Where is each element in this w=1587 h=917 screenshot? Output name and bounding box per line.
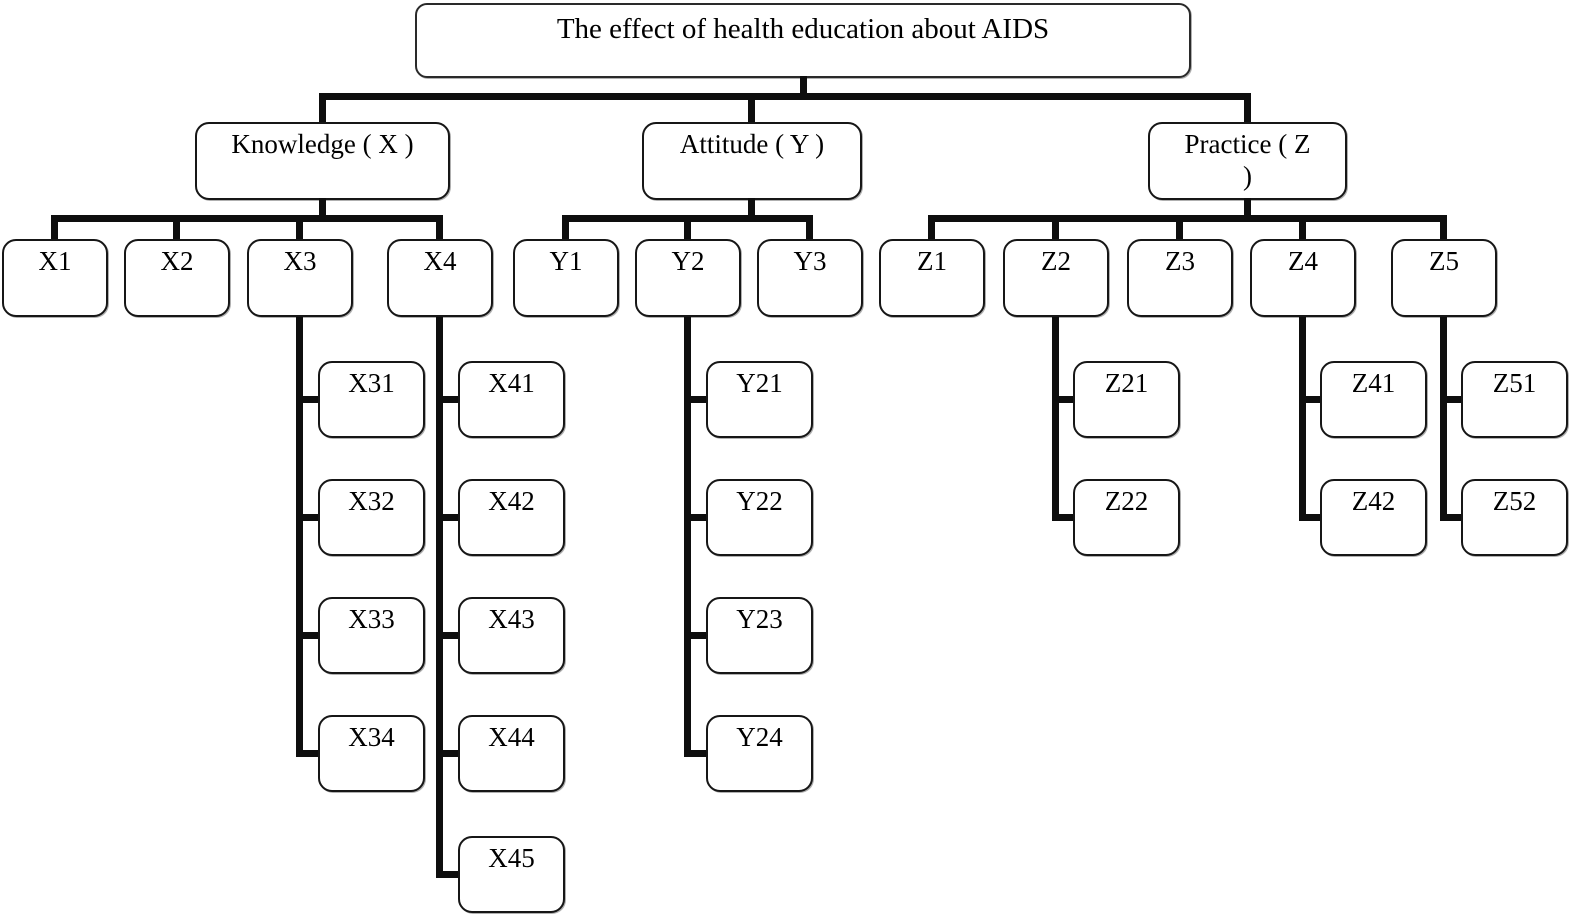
- node-x44: X44: [458, 715, 565, 792]
- node-attitude: Attitude ( Y ): [642, 122, 862, 200]
- connector: [1176, 215, 1183, 239]
- node-z5: Z5: [1391, 239, 1497, 317]
- node-x43: X43: [458, 597, 565, 674]
- connector: [1299, 317, 1306, 521]
- connector: [1440, 514, 1465, 521]
- connector: [684, 750, 710, 757]
- node-z52: Z52: [1461, 479, 1568, 556]
- node-z21: Z21: [1073, 361, 1180, 438]
- connector: [684, 396, 710, 403]
- node-z42: Z42: [1320, 479, 1427, 556]
- node-x1: X1: [2, 239, 108, 317]
- connector: [296, 750, 322, 757]
- connector: [562, 215, 569, 239]
- node-x4: X4: [387, 239, 493, 317]
- connector: [51, 215, 443, 222]
- connector: [806, 215, 813, 239]
- node-x41: X41: [458, 361, 565, 438]
- connector: [1244, 93, 1251, 123]
- node-x45: X45: [458, 836, 565, 913]
- connector: [1052, 396, 1077, 403]
- connector: [296, 632, 322, 639]
- node-z51: Z51: [1461, 361, 1568, 438]
- connector: [928, 215, 1447, 222]
- node-z2: Z2: [1003, 239, 1109, 317]
- connector: [436, 750, 462, 757]
- connector: [319, 198, 326, 217]
- node-z1: Z1: [879, 239, 985, 317]
- connector: [436, 215, 443, 239]
- node-y2: Y2: [635, 239, 741, 317]
- connector: [684, 514, 710, 521]
- node-y21: Y21: [706, 361, 813, 438]
- connector: [748, 93, 755, 123]
- node-y1: Y1: [513, 239, 619, 317]
- root-node: The effect of health education about AID…: [415, 3, 1191, 78]
- connector: [436, 871, 462, 878]
- node-x2: X2: [124, 239, 230, 317]
- connector: [296, 514, 322, 521]
- connector: [748, 198, 755, 217]
- node-y3: Y3: [757, 239, 863, 317]
- connector: [684, 317, 691, 757]
- connector: [684, 632, 710, 639]
- connector: [1440, 215, 1447, 239]
- node-y24: Y24: [706, 715, 813, 792]
- connector: [436, 317, 443, 878]
- connector: [1440, 317, 1447, 521]
- node-x3: X3: [247, 239, 353, 317]
- connector: [1052, 514, 1077, 521]
- node-practice: Practice ( Z ): [1148, 122, 1347, 200]
- connector: [436, 514, 462, 521]
- node-z4: Z4: [1250, 239, 1356, 317]
- connector: [1244, 198, 1251, 217]
- connector: [1299, 396, 1324, 403]
- node-z3: Z3: [1127, 239, 1233, 317]
- node-x33: X33: [318, 597, 425, 674]
- connector: [1052, 317, 1059, 521]
- connector: [51, 215, 58, 239]
- connector: [684, 215, 691, 239]
- connector: [319, 93, 326, 123]
- node-x31: X31: [318, 361, 425, 438]
- node-x34: X34: [318, 715, 425, 792]
- node-knowledge: Knowledge ( X ): [195, 122, 450, 200]
- node-z22: Z22: [1073, 479, 1180, 556]
- connector: [1299, 215, 1306, 239]
- connector: [296, 317, 303, 757]
- node-y23: Y23: [706, 597, 813, 674]
- connector: [173, 215, 180, 239]
- node-z41: Z41: [1320, 361, 1427, 438]
- node-x32: X32: [318, 479, 425, 556]
- connector: [296, 215, 303, 239]
- connector: [296, 396, 322, 403]
- connector: [436, 632, 462, 639]
- connector: [436, 396, 462, 403]
- connector: [1440, 396, 1465, 403]
- connector: [800, 76, 807, 100]
- connector: [1052, 215, 1059, 239]
- node-y22: Y22: [706, 479, 813, 556]
- node-x42: X42: [458, 479, 565, 556]
- connector: [319, 93, 1251, 100]
- connector: [1299, 514, 1324, 521]
- connector: [928, 215, 935, 239]
